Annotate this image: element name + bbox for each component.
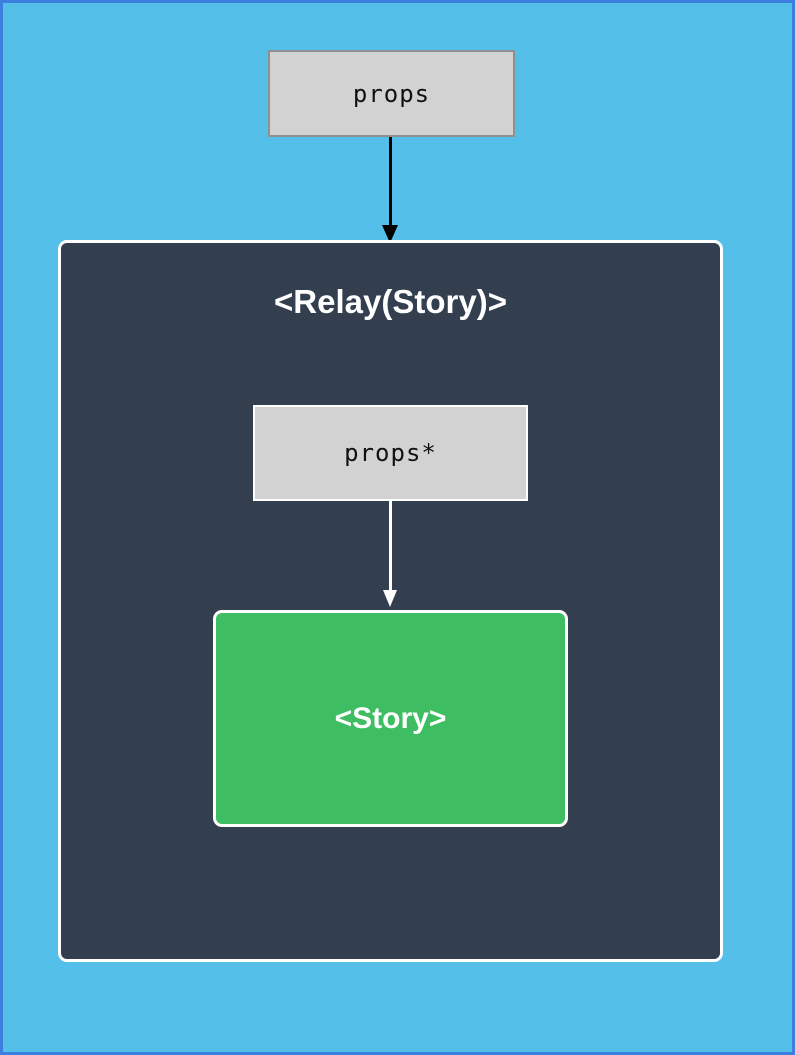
story-node: <Story> xyxy=(213,610,568,827)
arrow-props-to-relay xyxy=(382,137,399,243)
story-node-label: <Story> xyxy=(334,701,447,735)
arrow-line xyxy=(389,137,392,226)
arrow-head-icon xyxy=(382,225,398,243)
props-node: props xyxy=(268,50,515,137)
arrow-props-star-to-story xyxy=(383,501,398,608)
arrow-head-icon xyxy=(383,590,397,607)
relay-story-title: <Relay(Story)> xyxy=(274,283,507,320)
props-node-label: props xyxy=(352,79,431,108)
props-star-node-label: props* xyxy=(344,439,437,467)
arrow-line xyxy=(389,501,392,591)
props-star-node: props* xyxy=(253,405,528,501)
